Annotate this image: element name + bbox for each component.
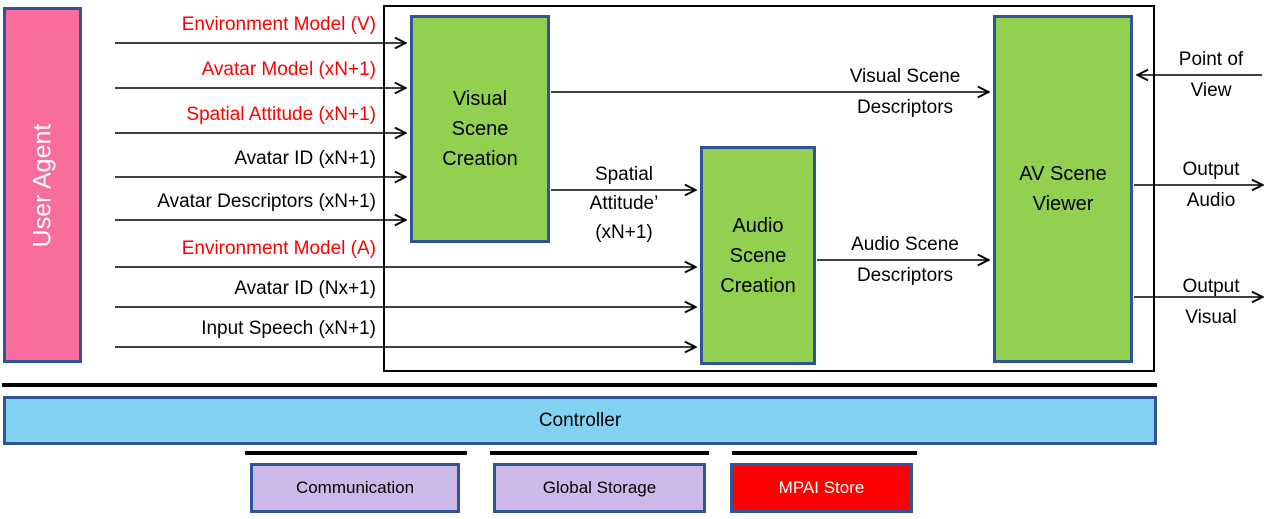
mpai-store-label: MPAI Store <box>778 478 865 497</box>
point-of-view-label: Point of View <box>1178 49 1244 101</box>
global-storage-overline <box>490 451 709 455</box>
user-agent-label: User Agent <box>28 123 56 247</box>
global-storage-box: Global Storage <box>493 463 706 513</box>
input-label-input-speech: Input Speech (xN+1) <box>201 318 376 339</box>
input-label-avatar-descriptors: Avatar Descriptors (xN+1) <box>157 191 376 212</box>
output-visual-label: Output Visual <box>1182 276 1240 328</box>
mpai-store-box: MPAI Store <box>730 463 913 513</box>
input-label-spatial-attitude: Spatial Attitude (xN+1) <box>186 104 376 125</box>
controller-box: Controller <box>3 396 1157 445</box>
user-agent-box: User Agent <box>3 7 82 363</box>
visual-scene-creation-label: Visual Scene Creation <box>442 88 518 170</box>
audio-scene-descriptors-label: Audio Scene Descriptors <box>851 234 959 286</box>
communication-box: Communication <box>250 463 460 513</box>
output-audio-label: Output Audio <box>1182 159 1240 211</box>
controller-label: Controller <box>538 409 622 431</box>
input-label-environment-model-v: Environment Model (V) <box>181 14 376 35</box>
communication-label: Communication <box>295 478 415 497</box>
input-label-avatar-id-2: Avatar ID (Nx+1) <box>234 278 376 299</box>
input-label-environment-model-a: Environment Model (A) <box>181 238 376 259</box>
input-label-avatar-id-1: Avatar ID (xN+1) <box>234 148 376 169</box>
aiw-boundary-box <box>383 5 1155 372</box>
controller-separator-bar <box>2 383 1157 387</box>
spatial-attitude-prime-label: Spatial Attitude’ (xN+1) <box>589 164 659 243</box>
visual-scene-descriptors-label: Visual Scene Descriptors <box>849 66 961 118</box>
communication-overline <box>245 451 467 455</box>
global-storage-label: Global Storage <box>542 478 657 497</box>
audio-scene-creation-label: Audio Scene Creation <box>720 214 796 297</box>
av-scene-viewer-label: AV Scene Viewer <box>1019 163 1107 215</box>
mpai-store-overline <box>732 451 917 455</box>
audio-scene-creation-box: Audio Scene Creation <box>700 146 816 365</box>
av-scene-viewer-box: AV Scene Viewer <box>993 15 1133 363</box>
visual-scene-creation-box: Visual Scene Creation <box>410 15 550 243</box>
input-label-avatar-model: Avatar Model (xN+1) <box>201 59 376 80</box>
